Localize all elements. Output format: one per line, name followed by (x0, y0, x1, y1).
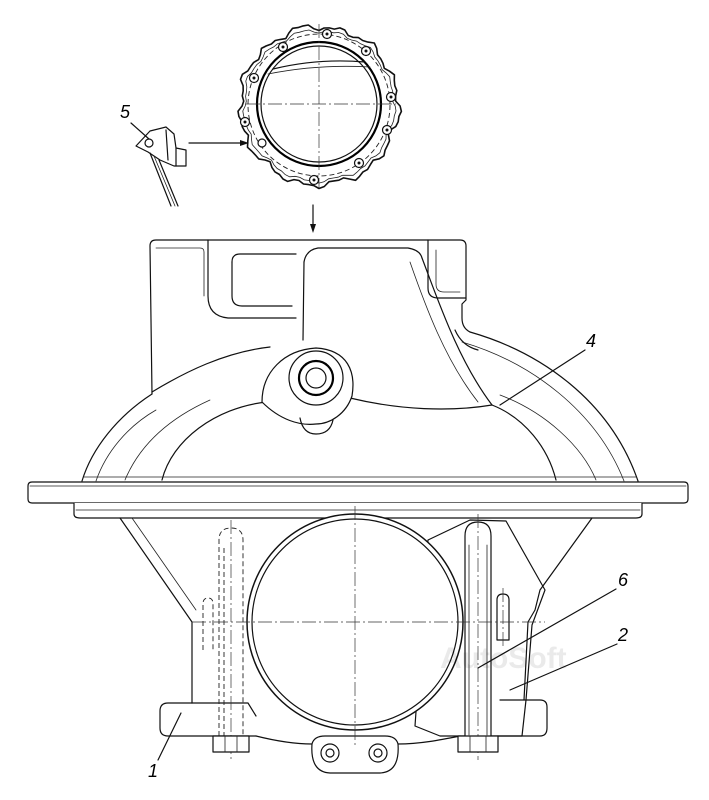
bolt-hole-center (252, 76, 256, 80)
central-boss-inner-edge (409, 261, 479, 403)
bolt-hole-center (357, 161, 361, 165)
bottom-curve-left (255, 735, 313, 745)
arrow-head (240, 140, 249, 146)
callout-2: 2 (617, 625, 628, 645)
detail-5-plug (135, 126, 187, 207)
main-flange (27, 481, 689, 519)
right-pocket (427, 239, 467, 299)
housing-silhouette-top (149, 239, 471, 395)
plug-shaft-edge (149, 152, 172, 207)
right-nut (457, 735, 499, 753)
central-boss-top (303, 247, 423, 263)
plug-hole (257, 138, 267, 148)
leader-line-5 (130, 122, 150, 140)
plug-head (144, 138, 154, 148)
leader-line-2 (509, 643, 618, 691)
breather-boss (261, 347, 354, 435)
right-pocket-inner (435, 249, 461, 293)
left-stud-hidden (202, 520, 250, 760)
plug-bracket-outline (135, 126, 187, 167)
bottom-curve-right (397, 735, 461, 745)
callout-5: 5 (120, 102, 131, 122)
lug-hole (368, 743, 388, 763)
left-pocket-top (231, 253, 297, 263)
arrow-head (310, 224, 316, 233)
leader-line-1 (157, 712, 182, 761)
inner-rib-left (161, 401, 267, 481)
lug-hole (320, 743, 340, 763)
plug-shaft-axis (153, 155, 176, 207)
left-block-edge (155, 247, 205, 297)
central-boss-right-edge (421, 257, 493, 406)
callout-4: 4 (586, 331, 596, 351)
bolt-hole-center (312, 178, 316, 182)
right-stud-section (457, 514, 510, 760)
section-hatch (414, 519, 546, 737)
bore-chord-line-2 (267, 65, 371, 75)
front-arch-left (151, 346, 271, 393)
lug-hole-bore (373, 748, 383, 758)
bolt-circle (247, 33, 391, 177)
lug-hole-bore (325, 748, 335, 758)
central-boss-left-edge (302, 261, 305, 341)
housing-right-dome (469, 331, 639, 482)
flange-plate (27, 481, 689, 504)
bolt-hole-center (389, 95, 393, 99)
left-pocket-inner (231, 261, 293, 307)
bolt-hole-center (364, 49, 368, 53)
upper-housing (81, 239, 639, 482)
flange-detail-view (237, 24, 403, 190)
flange-bolt-holes (239, 28, 397, 186)
boss-face (288, 350, 344, 406)
left-foot (159, 702, 257, 737)
bolt-hole-center (385, 128, 389, 132)
housing-left-dome (81, 393, 153, 482)
rib-under-boss (349, 397, 493, 410)
flange-inner-outline (242, 29, 397, 184)
right-foot (497, 699, 548, 737)
boss-lower-lobe (299, 417, 334, 435)
plug-shaft-edge (158, 159, 179, 207)
callouts: 5 4 6 2 1 (120, 102, 629, 781)
boss-plug (305, 367, 327, 389)
left-pocket-groove (207, 239, 297, 319)
callout-6: 6 (618, 570, 629, 590)
bolt-hole-center (325, 32, 329, 36)
bolt-hole-center (281, 45, 285, 49)
leader-line-4 (499, 349, 586, 406)
lower-housing (119, 506, 593, 774)
boss-wing (261, 347, 354, 425)
left-foot-top (191, 702, 257, 717)
left-nut (212, 735, 250, 753)
callout-1: 1 (148, 761, 158, 781)
inner-rib-right-2 (499, 394, 597, 481)
bottom-lug (311, 735, 399, 774)
bolt-hole-center (243, 120, 247, 124)
lower-right-wall (523, 517, 593, 701)
bore-chord-line (272, 60, 366, 70)
dowel-hidden (202, 597, 214, 650)
detail-arrow-right (188, 140, 249, 146)
housing-left-dome-fillet (95, 409, 157, 482)
plug-edge (165, 129, 169, 161)
view-direction-arrow (310, 204, 316, 233)
housing-right-dome-fillet (461, 341, 625, 482)
stud-outline-hidden (218, 527, 244, 736)
lug-outline (311, 735, 399, 774)
watermark: AutoSoft (440, 642, 567, 675)
lower-left-wall (119, 517, 193, 704)
inner-rib-right (491, 404, 557, 481)
flange-broken-outline (237, 24, 403, 190)
housing-right-lip (454, 329, 479, 351)
boss-plug-ring (297, 359, 335, 397)
lower-left-wall-inner (131, 517, 197, 611)
leader-line-6 (477, 588, 617, 669)
inner-rib-left-2 (124, 399, 211, 481)
